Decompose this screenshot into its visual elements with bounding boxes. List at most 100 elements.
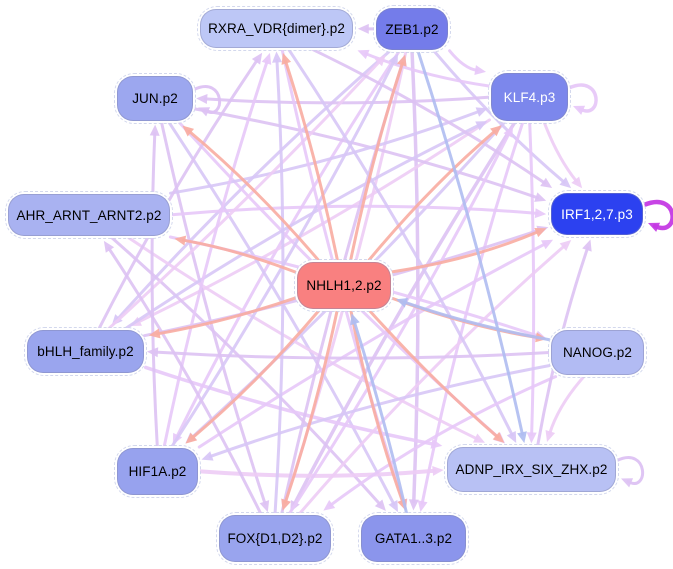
edge-klf4-jun-arrowhead: [196, 94, 208, 105]
edge-nhlh-adnp-arrowhead: [492, 431, 505, 443]
edge-adnp-irf-arrowhead: [582, 239, 592, 252]
edge-nanog-bhlh-arrowhead: [146, 347, 159, 358]
edge-zeb1-irf: [432, 49, 566, 184]
edge-fox-ahr-arrowhead: [103, 240, 115, 253]
edge-jun-gata: [167, 121, 396, 506]
node-ahr[interactable]: AHR_ARNT_ARNT2.p2: [5, 191, 173, 239]
node-klf4[interactable]: KLF4.p3: [488, 70, 571, 124]
edge-fox-klf4-arrowhead: [503, 125, 513, 138]
edge-bhlh-zeb1-arrowhead: [374, 54, 386, 67]
edge-bhlh-klf4-arrowhead: [475, 121, 488, 131]
edge-rxra-adnp-arrowhead: [506, 430, 517, 444]
edge-zeb1-gata-arrowhead: [408, 499, 419, 511]
edge-hif1a-jun-arrowhead: [149, 124, 160, 136]
edge-jun-fox: [160, 121, 267, 506]
edge-klf4-irf: [542, 121, 578, 183]
edge-nanog-nhlh-arrowhead: [395, 298, 408, 308]
edge-nhlh-irf-arrowhead: [534, 227, 547, 238]
edge-zeb1-adnp-arrowhead: [517, 431, 527, 444]
edge-gata-nhlh: [352, 320, 409, 515]
edge-hif1a-rxra: [162, 59, 269, 449]
self-loop-jun-arrowhead: [198, 107, 211, 117]
node-fox[interactable]: FOX{D1,D2}.p2: [216, 512, 334, 565]
node-gata[interactable]: GATA1..3.p2: [358, 512, 469, 565]
edge-bhlh-adnp: [143, 365, 436, 446]
edge-nhlh-bhlh-arrowhead: [148, 328, 161, 339]
edge-nanog-adnp: [548, 374, 586, 435]
self-loop-adnp: [615, 456, 645, 485]
edge-bhlh-zeb1: [106, 59, 382, 331]
edge-rxra-irf-arrowhead: [540, 177, 553, 189]
edge-nhlh-rxra: [284, 59, 340, 263]
edge-nhlh-adnp: [367, 308, 500, 439]
edge-ahr-adnp-arrowhead: [472, 433, 486, 443]
node-bhlh[interactable]: bHLH_family.p2: [24, 327, 147, 376]
node-rxra[interactable]: RXRA_VDR{dimer}.p2: [197, 6, 356, 51]
edge-nanog-fox: [329, 375, 558, 507]
edge-nhlh-irf: [390, 230, 540, 274]
edge-nhlh-jun: [187, 129, 320, 262]
edge-bhlh-rxra-arrowhead: [251, 52, 263, 65]
self-loop-klf4-arrowhead: [573, 105, 586, 115]
node-adnp[interactable]: ADNP_IRX_SIX_ZHX.p2: [444, 444, 619, 495]
edge-ahr-klf4-arrowhead: [475, 107, 488, 117]
edge-zeb1-klf4: [448, 49, 479, 72]
edge-nhlh-zeb1: [348, 61, 404, 263]
edge-nhlh-rxra-arrowhead: [281, 52, 292, 65]
node-irf[interactable]: IRF1,2,7.p3: [548, 190, 646, 238]
edge-nhlh-hif1a: [190, 309, 321, 440]
node-zeb1[interactable]: ZEB1.p2: [373, 5, 451, 53]
edge-hif1a-irf: [197, 242, 547, 449]
edge-klf4-irf-arrowhead: [571, 176, 583, 189]
edge-klf4-adnp: [528, 119, 536, 436]
edge-ahr-gata: [110, 236, 382, 506]
edge-nhlh-zeb1-arrowhead: [397, 54, 407, 67]
edge-klf4-adnp-arrowhead: [526, 432, 537, 444]
edge-nhlh-fox-arrowhead: [281, 498, 291, 511]
edge-nhlh-fox: [283, 309, 339, 504]
edge-nhlh-klf4: [367, 129, 497, 262]
edge-jun-fox-arrowhead: [259, 500, 270, 513]
node-nanog[interactable]: NANOG.p2: [548, 327, 647, 378]
edge-bhlh-rxra: [97, 58, 259, 331]
node-hif1a[interactable]: HIF1A.p2: [114, 445, 201, 498]
edge-fox-irf-arrowhead: [559, 239, 572, 251]
edge-nhlh-ahr: [181, 238, 298, 274]
edge-nhlh-jun-arrowhead: [182, 125, 195, 137]
edge-nhlh-gata: [349, 309, 405, 504]
edge-rxra-irf: [311, 48, 547, 185]
edge-nhlh-ahr-arrowhead: [174, 235, 187, 246]
self-loop-irf-arrowhead: [648, 222, 661, 232]
edge-hif1a-rxra-arrowhead: [261, 52, 272, 65]
node-nhlh[interactable]: NHLH1,2.p2: [294, 259, 394, 312]
edge-bhlh-adnp-arrowhead: [430, 438, 443, 449]
edge-hif1a-jun: [150, 132, 159, 449]
self-loop-klf4: [567, 83, 598, 113]
edge-klf4-bhlh: [136, 118, 492, 324]
edge-fox-ahr: [107, 246, 263, 516]
edge-fox-klf4: [287, 132, 511, 516]
edge-klf4-rxra-arrowhead: [357, 49, 370, 60]
self-loop-adnp-arrowhead: [621, 478, 634, 488]
node-jun[interactable]: JUN.p2: [114, 73, 196, 124]
self-loop-jun: [192, 85, 222, 114]
edge-zeb1-gata: [410, 50, 420, 504]
edge-nanog-adnp-arrowhead: [545, 430, 556, 443]
edge-nanog-nhlh: [402, 300, 551, 342]
edge-ahr-gata-arrowhead: [374, 499, 386, 512]
edge-nanog-fox-arrowhead: [323, 500, 336, 511]
edge-nanog-hif1a-arrowhead: [201, 451, 214, 461]
edge-klf4-fox: [292, 119, 518, 506]
self-loop-irf: [641, 200, 673, 231]
edge-hif1a-adnp: [196, 468, 437, 478]
edge-nhlh-hif1a-arrowhead: [185, 432, 198, 444]
edge-zeb1-rxra-arrowhead: [357, 23, 369, 34]
edge-hif1a-zeb1-arrowhead: [388, 53, 399, 66]
edge-jun-irf-arrowhead: [534, 192, 547, 202]
edge-jun-gata-arrowhead: [388, 500, 398, 513]
edge-zeb1-adnp: [416, 49, 524, 436]
edge-nanog-hif1a: [208, 364, 551, 459]
edge-fox-rxra-arrowhead: [272, 51, 283, 63]
